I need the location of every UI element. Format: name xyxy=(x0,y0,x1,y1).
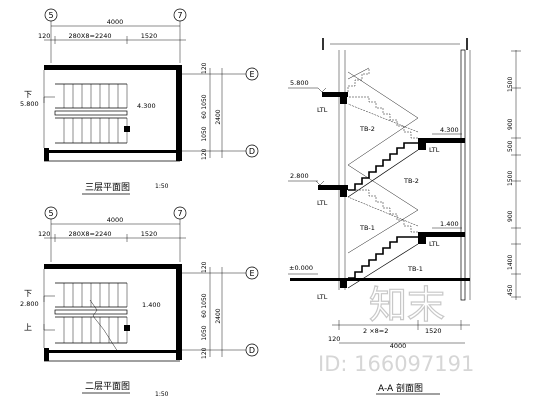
svg-text:500: 500 xyxy=(507,140,514,152)
landing-5800 xyxy=(322,92,348,97)
elev-1400: 1.400 xyxy=(440,220,459,228)
svg-text:1050: 1050 xyxy=(201,126,208,141)
svg-text:120: 120 xyxy=(201,347,208,359)
label-ltl: LTL xyxy=(317,293,328,301)
svg-text:450: 450 xyxy=(507,284,514,296)
label-tb2: TB-2 xyxy=(403,177,419,185)
ground-slab xyxy=(290,278,470,281)
section-title: A-A 剖面图 xyxy=(378,382,423,394)
bottom-dim-treads: 2 ×8=2 xyxy=(363,327,388,335)
plan-title: 三层平面图 xyxy=(85,182,130,193)
plan-title: 二层平面图 xyxy=(85,381,130,392)
svg-text:120: 120 xyxy=(38,230,50,238)
svg-text:2.800: 2.800 xyxy=(20,300,39,308)
dim-treads: 280X8=2240 xyxy=(69,32,112,40)
break-line xyxy=(89,299,119,353)
svg-text:上: 上 xyxy=(24,323,32,332)
svg-text:E: E xyxy=(249,70,254,79)
svg-text:1:50: 1:50 xyxy=(155,391,169,398)
label-ltl: LTL xyxy=(317,106,328,114)
bottom-dim-total: 4000 xyxy=(390,342,407,350)
svg-text:1050: 1050 xyxy=(201,325,208,340)
elev-4300: 4.300 xyxy=(440,126,459,134)
bottom-dim-landing: 1520 xyxy=(425,327,442,335)
svg-text:280X8=2240: 280X8=2240 xyxy=(69,230,112,238)
right-wall xyxy=(460,49,466,301)
axis-label-7: 7 xyxy=(177,11,182,20)
plan-scale: 1:50 xyxy=(155,183,169,190)
elev-5800: 5.800 xyxy=(290,79,309,87)
handrail xyxy=(54,110,128,116)
svg-text:2400: 2400 xyxy=(215,308,222,323)
stair-treads-upper xyxy=(55,83,128,109)
svg-text:2400: 2400 xyxy=(215,109,222,124)
watermark-logo: 知末 xyxy=(369,283,445,327)
landing-2800 xyxy=(318,185,348,190)
svg-text:D: D xyxy=(249,147,255,156)
svg-text:1050: 1050 xyxy=(201,94,208,109)
elev-left: 5.800 xyxy=(20,100,39,108)
section-a-a: 5.800 4.300 2.800 1.400 ±0.000 LTL LTL L… xyxy=(288,38,521,395)
wall-top xyxy=(44,65,180,70)
svg-text:E: E xyxy=(249,269,254,278)
dim-landing: 1520 xyxy=(141,32,158,40)
svg-text:1500: 1500 xyxy=(507,171,514,186)
svg-text:120: 120 xyxy=(201,261,208,273)
svg-text:1400: 1400 xyxy=(507,255,514,270)
svg-text:7: 7 xyxy=(177,209,182,218)
bottom-dim-120: 120 xyxy=(328,335,340,343)
label-tb2: TB-2 xyxy=(359,125,375,133)
dim-120: 120 xyxy=(38,32,50,40)
flight-tb2 xyxy=(348,142,418,191)
label-down: 下 xyxy=(24,90,32,99)
label-ltl: LTL xyxy=(429,146,440,154)
label-ltl: LTL xyxy=(317,199,328,207)
stair-treads-lower xyxy=(55,117,128,144)
svg-text:900: 900 xyxy=(507,118,514,130)
label-tb1: TB-1 xyxy=(407,265,423,273)
svg-text:1.400: 1.400 xyxy=(142,301,161,309)
svg-text:900: 900 xyxy=(507,210,514,222)
stair-treads-upper xyxy=(55,282,128,308)
plan-third-floor: 5 7 4000 120 280X8=2240 1520 xyxy=(20,8,259,195)
svg-text:1520: 1520 xyxy=(141,230,158,238)
landing-1400 xyxy=(418,232,465,237)
watermark-id: ID: 166097191 xyxy=(318,352,474,376)
direction-arrow xyxy=(43,96,55,103)
svg-text:下: 下 xyxy=(24,289,32,298)
elev-right: 4.300 xyxy=(137,102,156,110)
elev-0000: ±0.000 xyxy=(289,264,313,272)
wall-right xyxy=(176,65,182,161)
watermark: 知末 ID: 166097191 xyxy=(318,282,474,376)
dim-total: 4000 xyxy=(107,18,124,26)
svg-text:D: D xyxy=(249,346,255,355)
svg-text:5: 5 xyxy=(48,209,53,218)
svg-text:1500: 1500 xyxy=(507,77,514,92)
svg-text:1050: 1050 xyxy=(201,293,208,308)
flight-tb1 xyxy=(348,236,418,279)
label-ltl: LTL xyxy=(429,240,440,248)
svg-text:60: 60 xyxy=(201,310,208,318)
elev-2800: 2.800 xyxy=(290,172,309,180)
svg-text:4000: 4000 xyxy=(107,216,124,224)
axis-label-5: 5 xyxy=(48,11,53,20)
svg-text:60: 60 xyxy=(201,111,208,119)
plan-second-floor: 5 7 4000 120 280X8=2240 1520 xyxy=(20,206,259,398)
label-tb1: TB-1 xyxy=(359,224,375,232)
svg-text:120: 120 xyxy=(201,62,208,74)
svg-text:120: 120 xyxy=(201,148,208,160)
stair-treads-lower xyxy=(55,316,128,344)
landing-4300 xyxy=(418,138,465,143)
